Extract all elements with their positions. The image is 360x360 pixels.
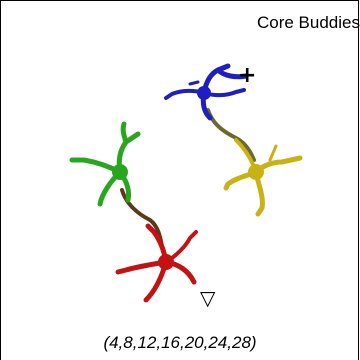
red-cluster (115, 223, 198, 303)
yellow-cluster (223, 138, 303, 217)
triangle-marker: ▽ (200, 286, 216, 310)
figure-title: Core Buddies (256, 13, 360, 32)
green-cluster (69, 121, 141, 207)
figure-caption: (4,8,12,16,20,24,28) (103, 333, 257, 352)
blue-cluster (164, 63, 249, 121)
plus-marker: + (238, 63, 256, 88)
